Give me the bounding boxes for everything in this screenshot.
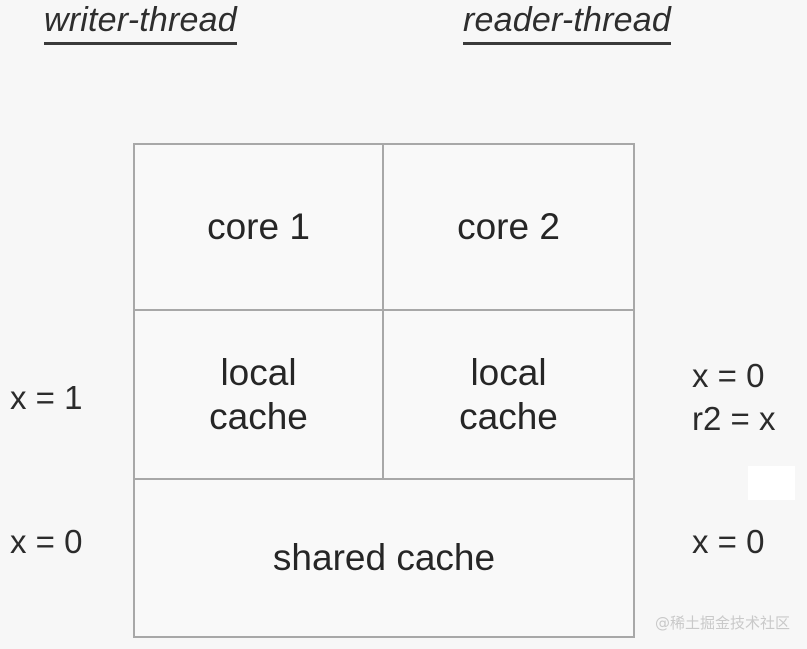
cell-local-cache-1: local cache — [135, 311, 384, 478]
cell-local-cache-1-line2: cache — [209, 395, 308, 437]
cell-core-2: core 2 — [384, 145, 633, 309]
shared-cache-row: shared cache — [135, 480, 633, 636]
cell-core-1: core 1 — [135, 145, 384, 309]
annotation-reader-local-cache: x = 0 r2 = x — [692, 355, 775, 441]
annotation-writer-local-cache: x = 1 — [10, 379, 83, 416]
annotation-reader-shared-cache: x = 0 — [692, 523, 765, 560]
reader-thread-title: reader-thread — [463, 2, 671, 45]
local-cache-row: local cache local cache — [135, 311, 633, 480]
core-row: core 1 core 2 — [135, 145, 633, 311]
cell-local-cache-2-line1: local — [470, 351, 547, 393]
writer-thread-title: writer-thread — [44, 2, 237, 45]
annotation-reader-local-cache-line2: r2 = x — [692, 399, 776, 437]
annotation-writer-shared-cache: x = 0 — [10, 523, 83, 560]
cell-local-cache-1-line1: local — [220, 351, 297, 393]
memory-hierarchy-table: core 1 core 2 local cache local cache sh… — [133, 143, 635, 638]
annotation-reader-local-cache-line1: x = 0 — [692, 357, 765, 394]
cell-local-cache-2: local cache — [384, 311, 633, 478]
cell-local-cache-2-line2: cache — [459, 395, 558, 437]
white-patch-artifact — [748, 466, 795, 500]
cell-shared-cache: shared cache — [135, 480, 633, 636]
watermark: @稀土掘金技术社区 — [655, 614, 791, 632]
